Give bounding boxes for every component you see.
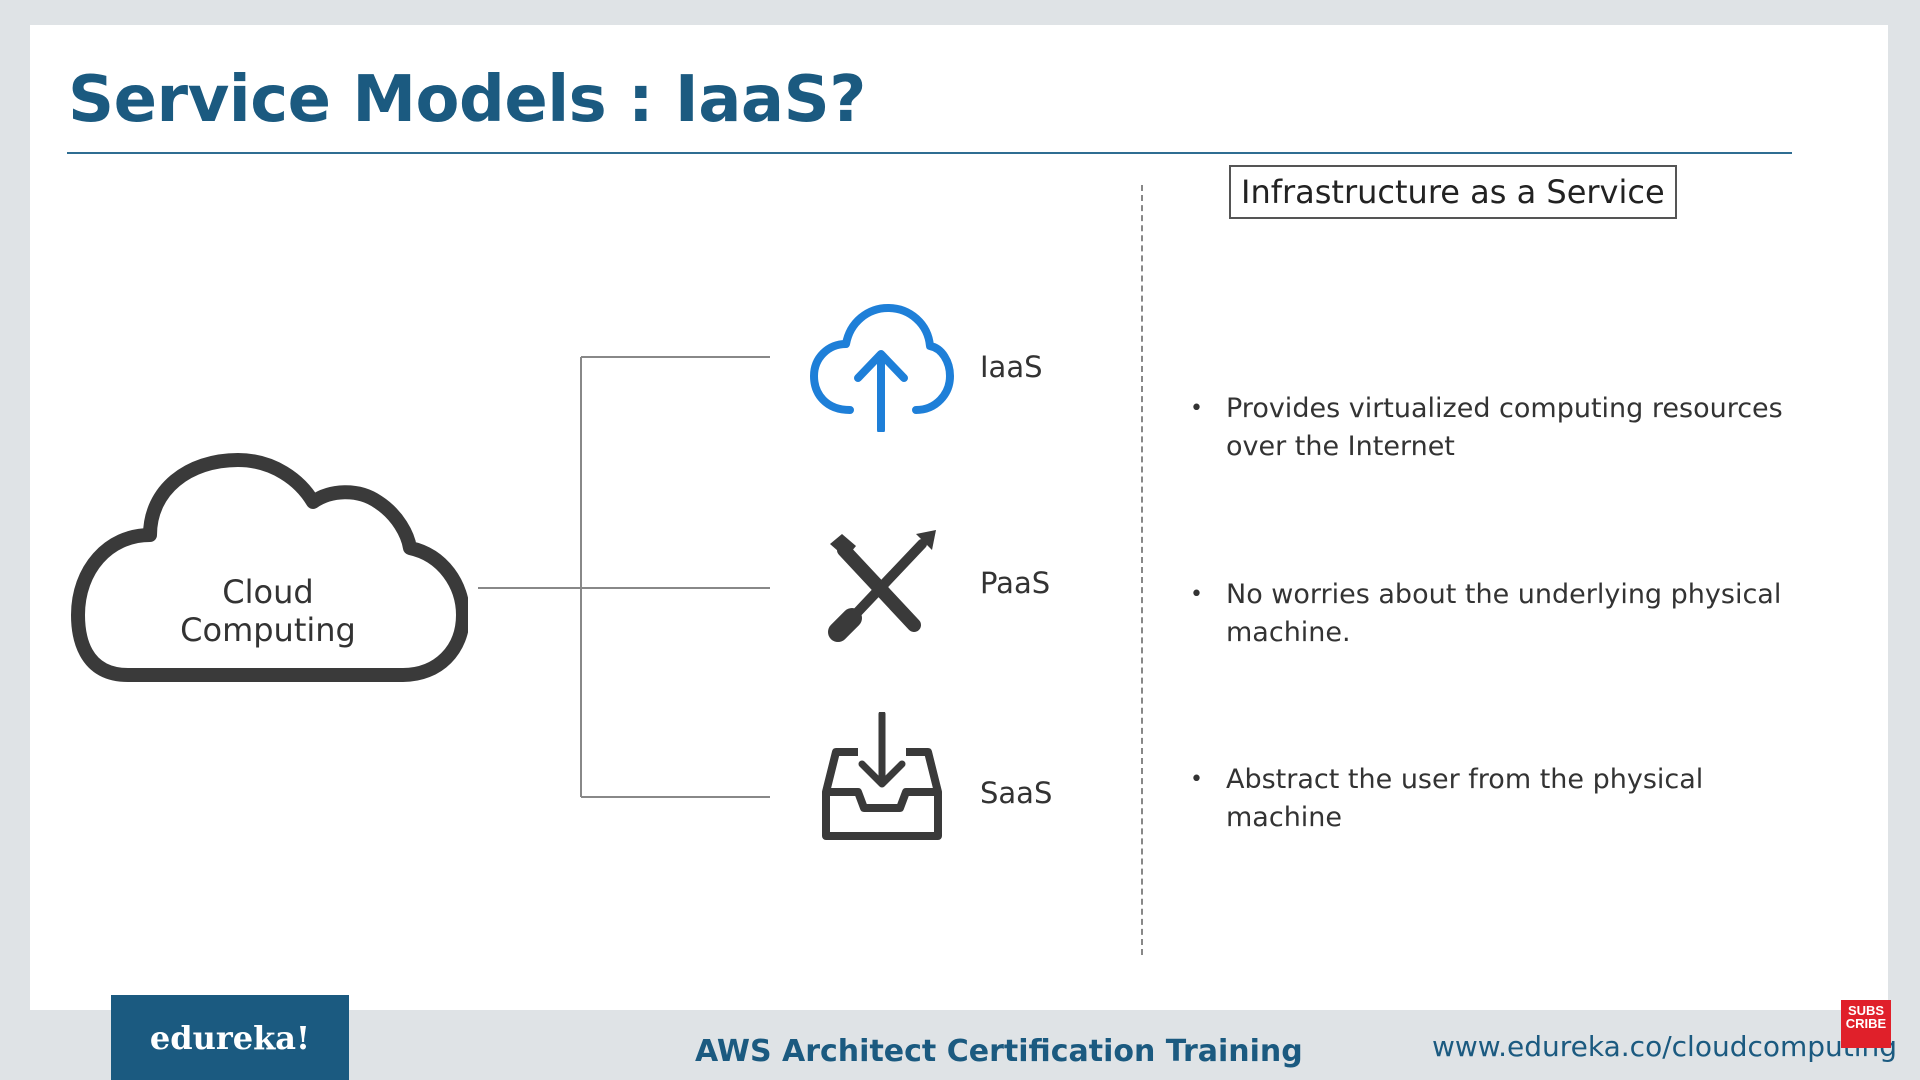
edureka-logo: edureka! <box>111 995 349 1080</box>
inbox-download-icon <box>820 710 944 852</box>
details-heading: Infrastructure as a Service <box>1229 165 1677 219</box>
cloud-icon <box>71 453 470 682</box>
footer-url[interactable]: www.edureka.co/cloudcomputing <box>1432 1030 1898 1063</box>
subscribe-badge[interactable]: SUBS CRIBE <box>1841 1000 1891 1048</box>
section-divider <box>1141 185 1143 955</box>
title-underline <box>67 152 1792 154</box>
tools-icon <box>822 530 942 650</box>
bullet-text: No worries about the underlying physical… <box>1226 579 1782 648</box>
bullet-dot: • <box>1190 396 1203 421</box>
bullet-text: Abstract the user from the physical mach… <box>1226 764 1704 833</box>
service-label-iaas: IaaS <box>980 350 1043 384</box>
service-label-saas: SaaS <box>980 776 1053 810</box>
bullet-text: Provides virtualized computing resources… <box>1226 393 1783 462</box>
bullet-dot: • <box>1190 582 1203 607</box>
bullet-dot: • <box>1190 767 1203 792</box>
root-label: Cloud Computing <box>180 573 356 649</box>
cloud-computing-node: Cloud Computing <box>68 430 470 690</box>
footer-course-title: AWS Architect Certification Training <box>695 1034 1303 1069</box>
cloud-upload-icon <box>808 302 954 437</box>
slide-title: Service Models : IaaS? <box>68 63 866 137</box>
service-label-paas: PaaS <box>980 566 1051 600</box>
